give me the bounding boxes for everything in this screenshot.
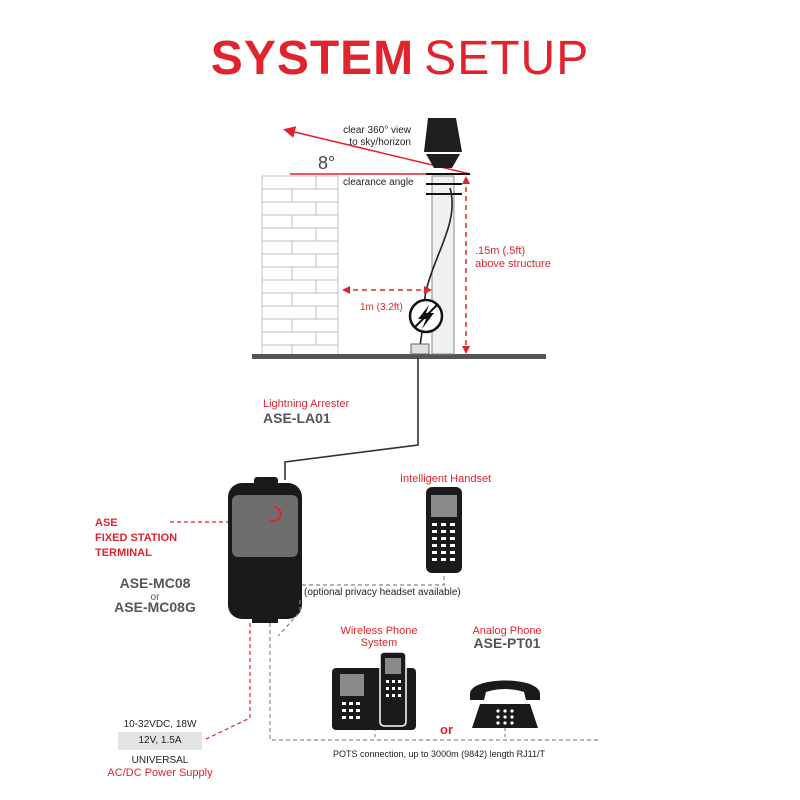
- angle-value: 8°: [318, 153, 336, 173]
- wireless-phone-icon: [332, 651, 416, 730]
- handset-label: Intelligent Handset: [400, 473, 492, 485]
- height-note-line2: above structure: [475, 258, 551, 270]
- height-note: .15m (.5ft) above structure: [475, 245, 551, 271]
- lightning-arrester-icon: [408, 298, 444, 355]
- analog-phone-model: ASE-PT01: [473, 635, 541, 651]
- terminal-line3: TERMINAL: [95, 547, 152, 559]
- title-thin: SETUP: [424, 32, 590, 85]
- ground-line: [252, 354, 546, 359]
- terminal-model2: ASE-MC08G: [114, 599, 196, 615]
- antenna-cable: [284, 358, 419, 480]
- pots-note: POTS connection, up to 3000m (9842) leng…: [333, 749, 545, 759]
- wireless-phone-line2: System: [360, 637, 398, 649]
- sky-note-line1: clear 360° view: [343, 125, 411, 136]
- terminal-model1: ASE-MC08: [119, 575, 191, 591]
- wireless-phone-label: Wireless Phone System: [334, 625, 424, 649]
- power-line2: AC/DC Power Supply: [107, 767, 213, 779]
- title-bold: SYSTEM: [210, 32, 415, 85]
- brick-wall: [261, 175, 339, 356]
- handset-icon: [426, 487, 462, 573]
- headset-connection: [277, 600, 301, 637]
- handset-note: (optional privacy headset available): [304, 587, 461, 598]
- lightning-arrester-model: ASE-LA01: [263, 410, 331, 426]
- fixed-station-terminal: [228, 477, 302, 623]
- sky-note-line2: to sky/horizon: [349, 137, 411, 148]
- power-spec: 10-32VDC, 18W: [123, 719, 197, 730]
- or-label: or: [440, 722, 453, 737]
- power-line: [203, 623, 251, 741]
- angle-label: clearance angle: [343, 177, 414, 188]
- handset-connection: [302, 573, 445, 586]
- terminal-line2: FIXED STATION: [95, 532, 178, 544]
- height-note-line1: .15m (.5ft): [475, 245, 526, 257]
- analog-phone-icon: [470, 680, 540, 728]
- power-line1: UNIVERSAL: [131, 755, 189, 766]
- terminal-line1: ASE: [95, 517, 118, 529]
- power-box: 12V, 1.5A: [118, 732, 202, 750]
- lightning-arrester-label: Lightning Arrester: [263, 398, 350, 410]
- terminal-or: or: [150, 592, 160, 603]
- analog-phone-label: Analog Phone: [472, 625, 542, 637]
- wireless-phone-line1: Wireless Phone: [340, 625, 418, 637]
- pots-line: [269, 623, 600, 741]
- terminal-logo-icon: [269, 506, 282, 522]
- sky-note: clear 360° view to sky/horizon: [337, 125, 411, 149]
- distance-note: 1m (3.2ft): [360, 302, 403, 313]
- antenna-icon: [424, 118, 462, 152]
